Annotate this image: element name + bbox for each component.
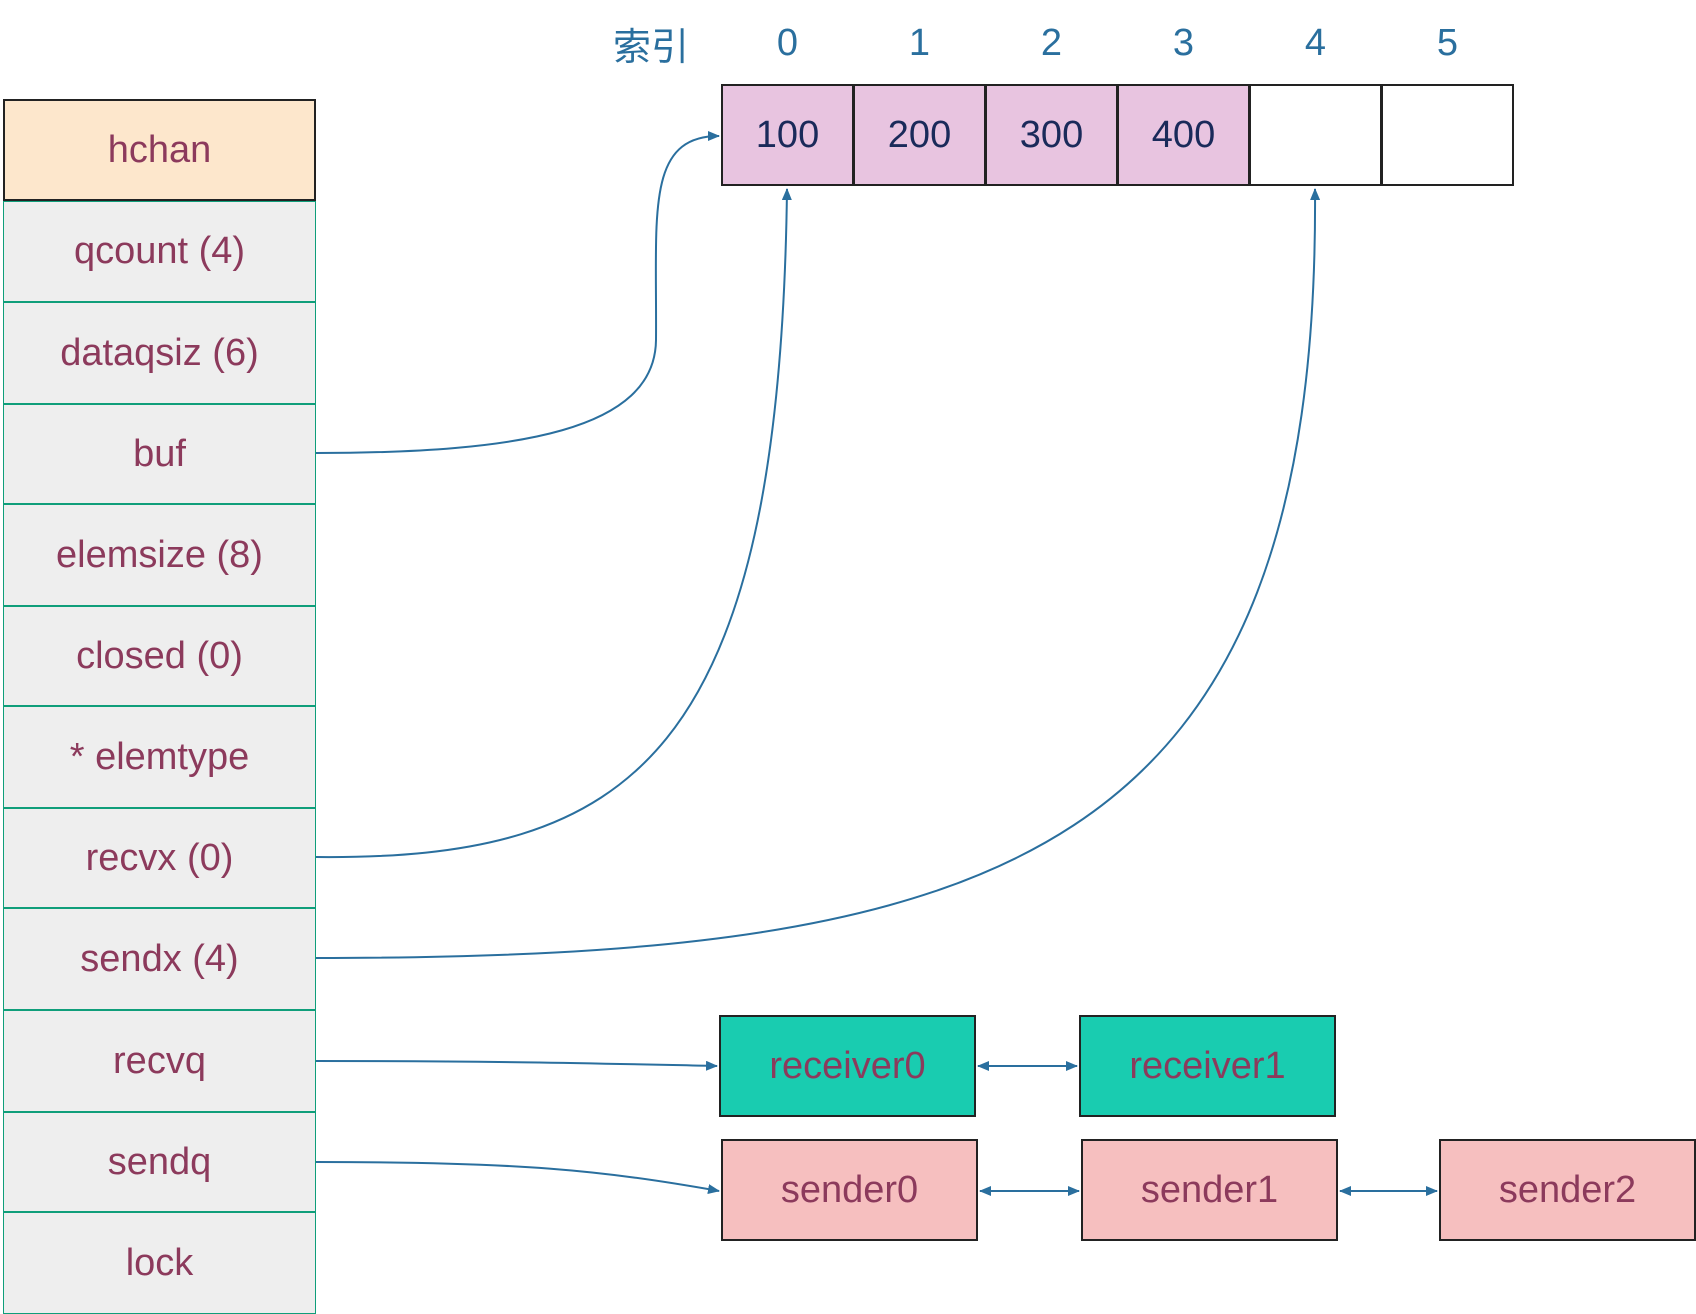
field-elemtype: * elemtype	[3, 706, 316, 808]
field-lock: lock	[3, 1212, 316, 1314]
field-sendq: sendq	[3, 1112, 316, 1212]
index-3: 3	[1172, 21, 1195, 64]
sendq-pointer-arrow	[315, 1161, 720, 1195]
buffer-cell-1: 200	[853, 84, 986, 186]
receiver-node-1: receiver1	[1079, 1015, 1336, 1117]
field-closed: closed (0)	[3, 606, 316, 706]
sender-node-0: sender0	[721, 1139, 978, 1241]
index-4: 4	[1304, 21, 1327, 64]
receiver-node-0: receiver0	[719, 1015, 976, 1117]
field-dataqsiz: dataqsiz (6)	[3, 302, 316, 404]
buf-pointer-arrow	[315, 131, 720, 454]
field-elemsize: elemsize (8)	[3, 504, 316, 606]
field-recvq: recvq	[3, 1010, 316, 1112]
index-2: 2	[1040, 21, 1063, 64]
buffer-cell-4	[1249, 84, 1382, 186]
index-label: 索引	[612, 26, 689, 69]
buffer-cell-0: 100	[721, 84, 854, 186]
buffer-cell-3: 400	[1117, 84, 1250, 186]
recvq-pointer-arrow	[315, 1060, 718, 1071]
index-5: 5	[1436, 21, 1459, 64]
field-qcount: qcount (4)	[3, 201, 316, 302]
hchan-header: hchan	[3, 99, 316, 201]
recvx-pointer-arrow	[315, 188, 792, 859]
buffer-cell-2: 300	[985, 84, 1118, 186]
sender-node-2: sender2	[1439, 1139, 1696, 1241]
index-1: 1	[908, 21, 931, 64]
buffer-cell-5	[1381, 84, 1514, 186]
field-buf: buf	[3, 404, 316, 504]
index-0: 0	[776, 21, 799, 64]
sender-node-1: sender1	[1081, 1139, 1338, 1241]
field-sendx: sendx (4)	[3, 908, 316, 1010]
field-recvx: recvx (0)	[3, 808, 316, 908]
sendx-pointer-arrow	[315, 188, 1321, 959]
